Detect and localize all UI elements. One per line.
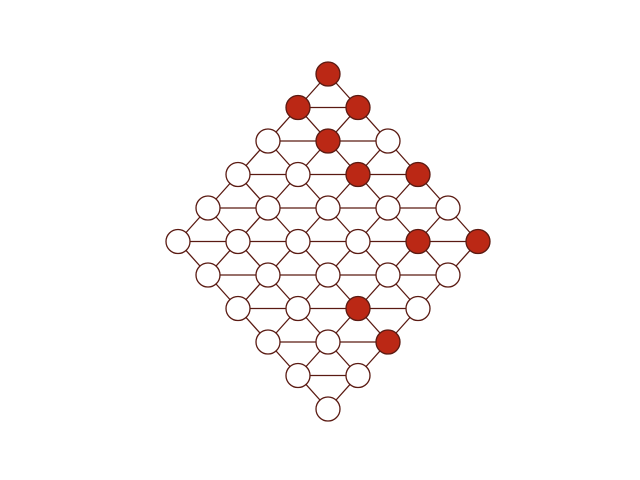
hole-empty[interactable] xyxy=(165,228,191,255)
hole-empty[interactable] xyxy=(315,329,341,355)
hole-empty[interactable] xyxy=(435,195,461,221)
peg-filled[interactable] xyxy=(285,94,311,121)
board-edges xyxy=(177,73,479,410)
hole-empty[interactable] xyxy=(255,329,281,355)
hole-empty[interactable] xyxy=(285,228,311,255)
hole-empty[interactable] xyxy=(255,262,281,288)
peg-filled[interactable] xyxy=(315,128,341,154)
hole-empty[interactable] xyxy=(405,295,431,322)
hole-empty[interactable] xyxy=(375,262,401,288)
hole-empty[interactable] xyxy=(285,161,311,188)
hole-empty[interactable] xyxy=(435,262,461,288)
hole-empty[interactable] xyxy=(345,362,371,389)
peg-filled[interactable] xyxy=(345,295,371,322)
hole-empty[interactable] xyxy=(315,262,341,288)
hole-empty[interactable] xyxy=(195,262,221,288)
peg-filled[interactable] xyxy=(375,329,401,355)
hole-empty[interactable] xyxy=(315,396,341,422)
hole-empty[interactable] xyxy=(345,228,371,255)
hole-empty[interactable] xyxy=(255,195,281,221)
peg-filled[interactable] xyxy=(465,228,491,255)
board-nodes xyxy=(165,61,491,422)
hole-empty[interactable] xyxy=(375,195,401,221)
hole-empty[interactable] xyxy=(285,295,311,322)
hole-empty[interactable] xyxy=(255,128,281,154)
hole-empty[interactable] xyxy=(225,228,251,255)
peg-filled[interactable] xyxy=(405,161,431,188)
hole-empty[interactable] xyxy=(315,195,341,221)
hole-empty[interactable] xyxy=(195,195,221,221)
peg-filled[interactable] xyxy=(315,61,341,87)
hole-empty[interactable] xyxy=(225,161,251,188)
peg-filled[interactable] xyxy=(405,228,431,255)
peg-filled[interactable] xyxy=(345,161,371,188)
hole-empty[interactable] xyxy=(375,128,401,154)
hole-empty[interactable] xyxy=(285,362,311,389)
hole-empty[interactable] xyxy=(225,295,251,322)
peg-filled[interactable] xyxy=(345,94,371,121)
